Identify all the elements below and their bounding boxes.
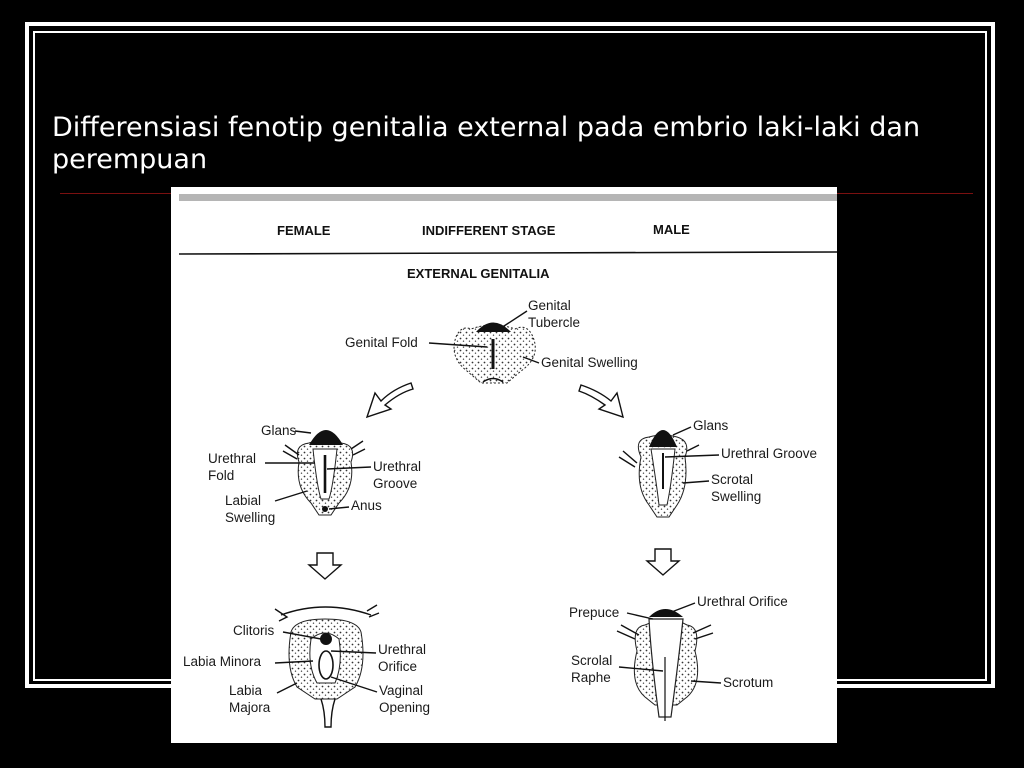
label-male-glans: Glans: [693, 418, 729, 433]
label-urethral-fold-1: Urethral: [208, 451, 256, 466]
top-gray-bar: [179, 194, 837, 201]
label-labial-2: Swelling: [225, 510, 275, 525]
label-anus: Anus: [351, 498, 382, 513]
leader-male-glans: [672, 426, 692, 436]
label-genital-swelling: Genital Swelling: [541, 355, 638, 370]
label-raphe-2: Raphe: [571, 670, 611, 685]
slide-title: Differensiasi fenotip genitalia external…: [52, 112, 921, 175]
header-female: FEMALE: [277, 223, 331, 238]
header-divider: [178, 251, 837, 255]
label-scrotal-1: Scrotal: [711, 472, 753, 487]
arrow-down-female: [307, 552, 343, 580]
leader-scrotal: [682, 480, 710, 484]
leader-labia-minora: [274, 660, 314, 664]
leader-urethral-orifice-m: [668, 602, 696, 614]
section-title: EXTERNAL GENITALIA: [407, 266, 550, 281]
label-genital-fold: Genital Fold: [345, 335, 418, 350]
female-final-drawing: [274, 604, 380, 728]
male-final-drawing: [616, 609, 714, 721]
arrow-down-male: [645, 548, 681, 576]
header-male: MALE: [653, 222, 690, 237]
label-labial-1: Labial: [225, 493, 261, 508]
leader-urethral-orifice-f: [330, 650, 377, 654]
label-urethral-fold-2: Fold: [208, 468, 234, 483]
leader-female-glans: [294, 430, 312, 434]
female-intermediate-drawing: [282, 430, 366, 516]
leader-prepuce: [626, 612, 654, 620]
label-urethral-orifice-f-1: Urethral: [378, 642, 426, 657]
label-vaginal-1: Vaginal: [379, 683, 423, 698]
header-indifferent: INDIFFERENT STAGE: [422, 223, 556, 238]
label-urethral-orifice-m: Urethral Orifice: [697, 594, 788, 609]
leader-vaginal: [330, 676, 378, 693]
label-genital-tubercle-1: Genital: [528, 298, 571, 313]
genitalia-diagram: FEMALE INDIFFERENT STAGE MALE EXTERNAL G…: [171, 187, 837, 743]
leader-raphe: [618, 666, 664, 672]
label-genital-tubercle-2: Tubercle: [528, 315, 580, 330]
label-vaginal-2: Opening: [379, 700, 430, 715]
label-clitoris: Clitoris: [233, 623, 275, 638]
leader-urethral-groove-m: [664, 454, 720, 458]
label-urethral-groove-f-1: Urethral: [373, 459, 421, 474]
leader-labial: [274, 490, 308, 502]
leader-scrotum: [690, 680, 722, 684]
leader-swelling: [522, 356, 540, 364]
male-intermediate-drawing: [618, 430, 700, 518]
label-urethral-groove-m: Urethral Groove: [721, 446, 817, 461]
leader-anus: [328, 506, 350, 510]
arrow-to-male: [578, 384, 624, 419]
indifferent-stage-drawing: [453, 322, 536, 384]
label-labia-majora-1: Labia: [229, 683, 263, 698]
label-urethral-groove-f-2: Groove: [373, 476, 417, 491]
label-prepuce: Prepuce: [569, 605, 619, 620]
leader-fold: [428, 342, 488, 348]
diagram-svg: FEMALE INDIFFERENT STAGE MALE EXTERNAL G…: [178, 194, 837, 728]
leader-urethral-groove-f: [326, 466, 372, 470]
leader-labia-majora: [276, 682, 298, 694]
label-labia-minora: Labia Minora: [183, 654, 262, 669]
arrow-to-female: [365, 382, 414, 419]
label-scrotal-2: Swelling: [711, 489, 761, 504]
leader-clitoris: [282, 631, 322, 640]
leader-tubercle: [500, 310, 528, 329]
label-urethral-orifice-f-2: Orifice: [378, 659, 417, 674]
label-labia-majora-2: Majora: [229, 700, 271, 715]
label-scrotum: Scrotum: [723, 675, 773, 690]
label-raphe-1: Scrolal: [571, 653, 612, 668]
label-female-glans: Glans: [261, 423, 297, 438]
